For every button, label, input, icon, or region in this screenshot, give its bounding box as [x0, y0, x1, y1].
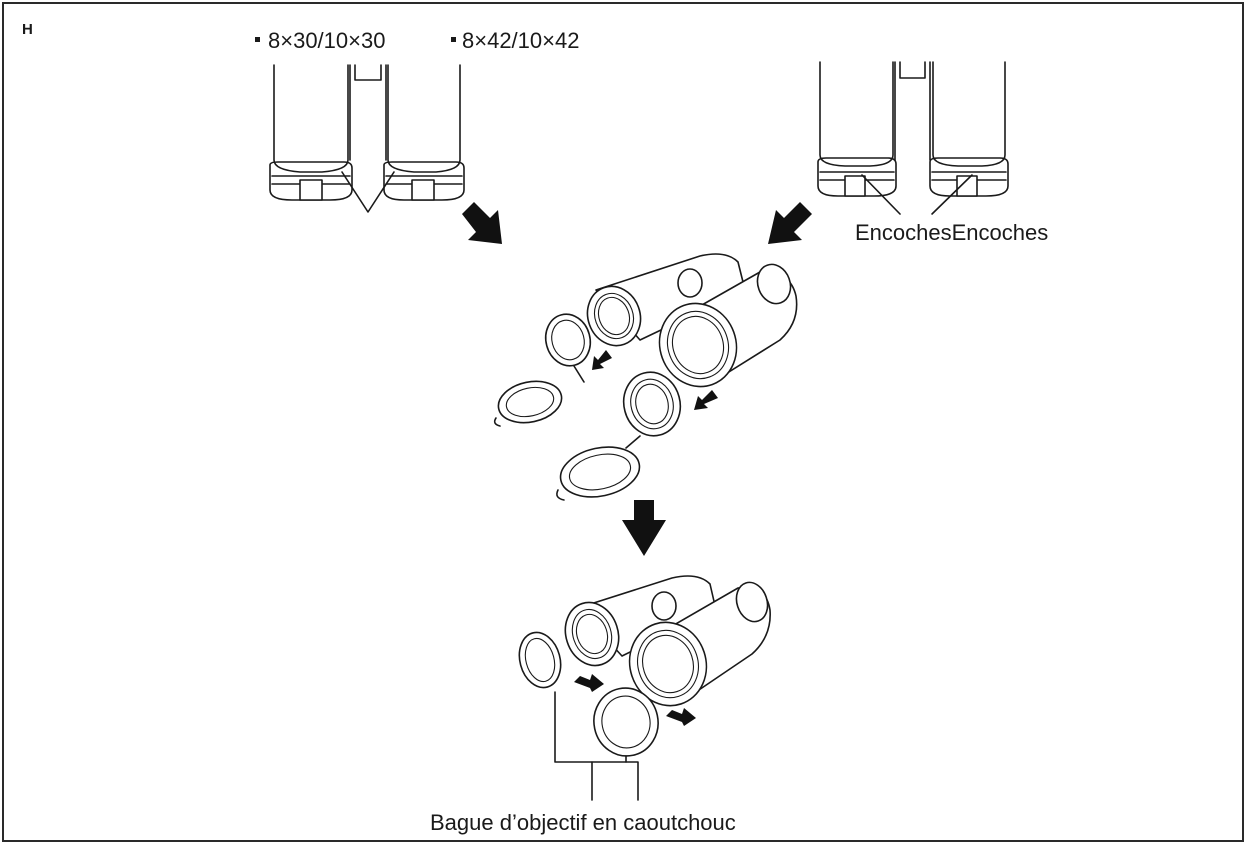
- rubber-ring-label: Bague d’objectif en caoutchouc: [430, 810, 736, 835]
- arrow-down-icon: [622, 500, 666, 556]
- bullet-icon: [255, 37, 260, 42]
- notches-label: EncochesEncoches: [855, 220, 1048, 245]
- binocular-barrels-left: [269, 64, 465, 213]
- binocular-barrels-right: [817, 61, 1009, 215]
- arrow-down-right-icon: [462, 202, 502, 244]
- binocular-with-lens-caps: [493, 253, 798, 501]
- arrow-down-left-icon: [768, 202, 812, 244]
- bullet-icon: [451, 37, 456, 42]
- model-label-small: 8×30/10×30: [268, 28, 385, 53]
- model-label-large: 8×42/10×42: [462, 28, 579, 53]
- binocular-with-rubber-rings: [518, 575, 771, 801]
- panel-label: H: [22, 21, 33, 38]
